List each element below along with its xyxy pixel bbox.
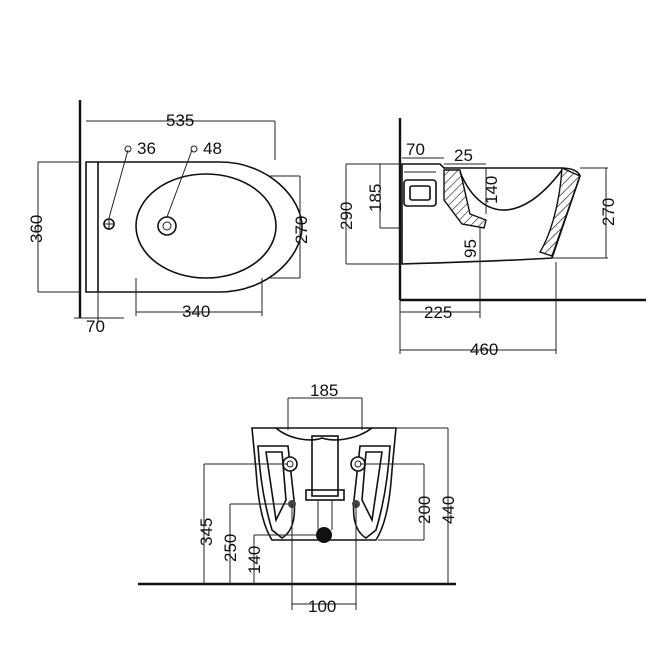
side-view: 70 25 290 185 140 95 270 225 460 — [337, 118, 646, 359]
dim-460: 460 — [470, 340, 498, 359]
dim-270-top: 270 — [292, 216, 311, 244]
dim-140-rear: 140 — [245, 546, 264, 574]
side-view-rim-section — [538, 166, 581, 257]
dim-48: 48 — [203, 139, 222, 158]
dim-440: 440 — [439, 496, 458, 524]
side-view-rear-section — [443, 169, 487, 229]
top-view-body — [85, 161, 303, 293]
dim-185: 185 — [366, 184, 385, 212]
dim-345: 345 — [197, 518, 216, 546]
waste-outlet — [316, 527, 332, 543]
dim-290: 290 — [337, 202, 356, 230]
top-view: 535 36 48 360 270 340 70 — [27, 100, 311, 336]
dim-70-top: 70 — [86, 317, 105, 336]
dim-360: 360 — [27, 215, 46, 243]
dim-140-side: 140 — [482, 176, 501, 204]
dim-535: 535 — [166, 111, 194, 130]
dim-270-side: 270 — [599, 198, 618, 226]
dim-95: 95 — [461, 239, 480, 258]
top-view-bowl — [135, 173, 277, 279]
dim-200: 200 — [415, 496, 434, 524]
dim-185-rear: 185 — [310, 381, 338, 400]
dim-340: 340 — [182, 302, 210, 321]
dim-100: 100 — [308, 597, 336, 616]
rear-view-right-bracket — [352, 445, 391, 539]
dim-250: 250 — [221, 534, 240, 562]
dim-25: 25 — [454, 146, 473, 165]
rear-view-left-bracket — [257, 445, 296, 539]
waste-hole — [157, 216, 177, 236]
dim-225: 225 — [424, 303, 452, 322]
dim-36: 36 — [137, 139, 156, 158]
rear-view: 185 345 250 140 200 440 100 — [138, 381, 458, 616]
rear-view-body — [251, 427, 397, 541]
dim-70-side: 70 — [406, 140, 425, 159]
